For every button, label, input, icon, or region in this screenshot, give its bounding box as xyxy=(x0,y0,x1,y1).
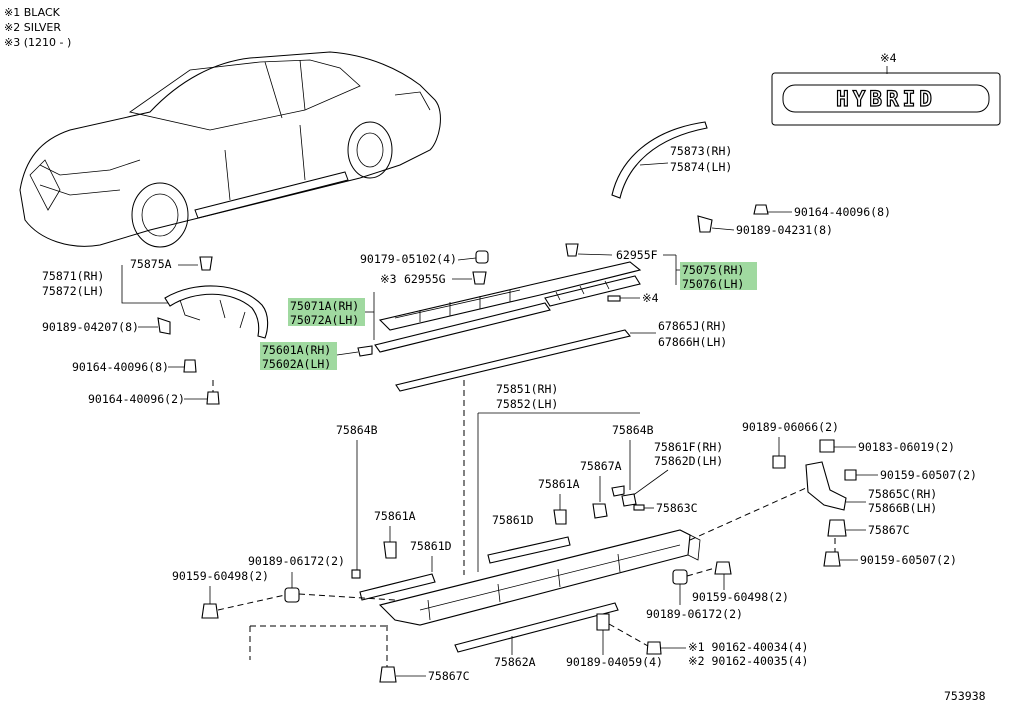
label-75862d: 75862D(LH) xyxy=(654,454,723,468)
label-75863c: 75863C xyxy=(656,501,698,515)
label-75873: 75873(RH) xyxy=(670,144,732,158)
label-90189-front: 90189-04207(8) xyxy=(42,320,139,334)
emblem-text: HYBRID xyxy=(836,87,936,111)
label-75861a-right: 75861A xyxy=(538,477,580,491)
label-90159-right-b: 90159-60507(2) xyxy=(860,553,957,567)
note-silver: ※2 SILVER xyxy=(4,21,61,34)
label-75072a: 75072A(LH) xyxy=(290,313,359,327)
label-67866h: 67866H(LH) xyxy=(658,335,727,349)
label-75076: 75076(LH) xyxy=(682,277,744,291)
label-75602a: 75602A(LH) xyxy=(262,357,331,371)
label-90164-front-b: 90164-40096(2) xyxy=(88,392,185,406)
right-fasteners: 90189-06066(2) 90183-06019(2) 90159-6050… xyxy=(566,420,977,669)
label-90183: 90183-06019(2) xyxy=(858,440,955,454)
label-75867a: 75867A xyxy=(580,459,622,473)
label-90159-left: 90159-60498(2) xyxy=(172,569,269,583)
label-75071a: 75071A(RH) xyxy=(290,299,359,313)
label-62955g: 62955G xyxy=(404,272,446,286)
highlight-75071a xyxy=(288,298,365,326)
label-90189-right-top: 90189-06066(2) xyxy=(742,420,839,434)
label-75861d-left: 75861D xyxy=(410,539,452,553)
label-75864b-left: 75864B xyxy=(336,423,378,437)
label-75874: 75874(LH) xyxy=(670,160,732,174)
label-90179: 90179-05102(4) xyxy=(360,252,457,266)
label-75867c-bottom: 75867C xyxy=(428,669,470,683)
left-fasteners: 90189-06172(2) 90159-60498(2) xyxy=(172,554,396,619)
note-black: ※1 BLACK xyxy=(4,6,61,19)
hybrid-emblem: ※4 HYBRID xyxy=(771,51,1001,126)
label-62955g-ref: ※3 xyxy=(380,272,397,286)
label-90164-rear: 90164-40096(8) xyxy=(794,205,891,219)
label-75075: 75075(RH) xyxy=(682,263,744,277)
label-90189-left: 90189-06172(2) xyxy=(248,554,345,568)
label-75867c-right: 75867C xyxy=(868,523,910,537)
upper-molding-group: 90179-05102(4) 62955F 75075(RH) 75076(LH… xyxy=(260,243,757,392)
label-90162-black: ※1 90162-40034(4) xyxy=(688,640,808,654)
highlight-75075 xyxy=(680,262,757,290)
rocker-panel-group: 75851(RH) 75852(LH) 75864B 75864B 75861F… xyxy=(249,380,723,683)
label-75866b: 75866B(LH) xyxy=(868,501,937,515)
label-90189-rear: 90189-04231(8) xyxy=(736,223,833,237)
label-75872: 75872(LH) xyxy=(42,284,104,298)
diagram-number: 753938 xyxy=(944,689,986,703)
label-90189-bottom: 90189-04059(4) xyxy=(566,655,663,669)
label-62955f: 62955F xyxy=(616,248,658,262)
label-75601a: 75601A(RH) xyxy=(262,343,331,357)
label-90189-right-b: 90189-06172(2) xyxy=(646,607,743,621)
label-75852: 75852(LH) xyxy=(496,397,558,411)
label-ref-4: ※4 xyxy=(642,291,659,305)
label-75861a-left: 75861A xyxy=(374,509,416,523)
label-90159-right-c: 90159-60498(2) xyxy=(692,590,789,604)
label-67865j: 67865J(RH) xyxy=(658,319,727,333)
label-75871: 75871(RH) xyxy=(42,269,104,283)
note-production-date: ※3 (1210 - ) xyxy=(4,36,71,49)
label-75862a: 75862A xyxy=(494,655,536,669)
front-arch-molding: 75871(RH) 75872(LH) 75875A 90189-04207(8… xyxy=(42,256,269,406)
emblem-ref: ※4 xyxy=(880,51,897,65)
label-75861d-right: 75861D xyxy=(492,513,534,527)
highlight-75601a xyxy=(260,342,337,370)
label-75875a: 75875A xyxy=(130,257,172,271)
rear-arch-molding: 75873(RH) 75874(LH) 90164-40096(8) 90189… xyxy=(611,121,891,237)
label-90164-front-a: 90164-40096(8) xyxy=(72,360,169,374)
label-75861f: 75861F(RH) xyxy=(654,440,723,454)
label-75851: 75851(RH) xyxy=(496,382,558,396)
label-75864b-right: 75864B xyxy=(612,423,654,437)
label-90162-silver: ※2 90162-40035(4) xyxy=(688,654,808,668)
label-75865c: 75865C(RH) xyxy=(868,487,937,501)
label-90159-right-a: 90159-60507(2) xyxy=(880,468,977,482)
vehicle-illustration xyxy=(19,51,441,248)
